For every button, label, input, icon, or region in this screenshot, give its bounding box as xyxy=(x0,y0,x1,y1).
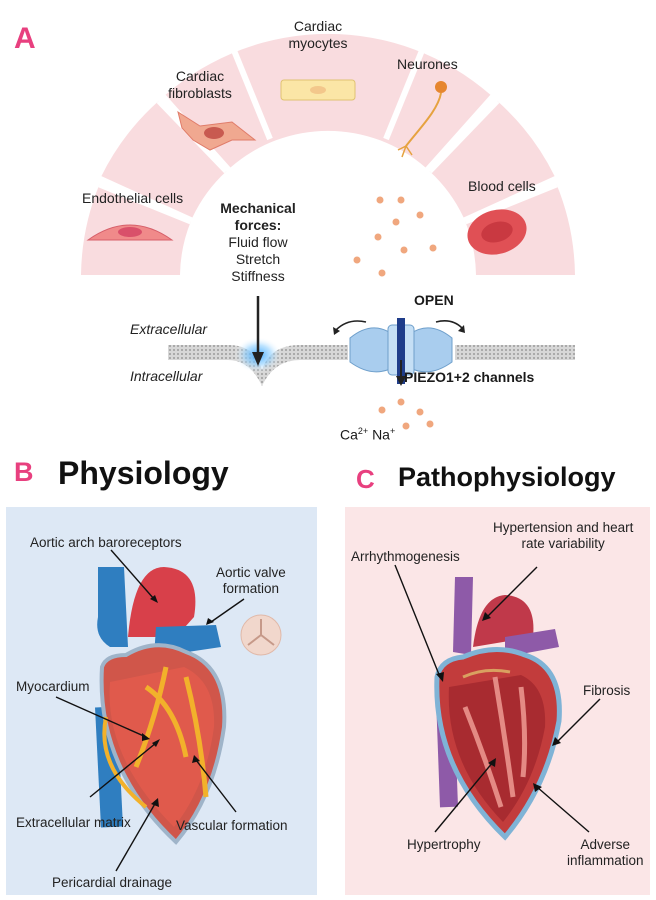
physiology-panel: Aortic arch baroreceptors Aortic valve f… xyxy=(6,507,317,895)
label-hypertension: Hypertension and heart rate variability xyxy=(493,520,633,552)
label-intracellular: Intracellular xyxy=(130,368,202,384)
hypertension-line2: rate variability xyxy=(493,536,633,552)
mechanical-item-stiffness: Stiffness xyxy=(212,268,304,285)
hypertension-line1: Hypertension and heart xyxy=(493,520,633,536)
label-myocytes-line2: myocytes xyxy=(278,35,358,52)
cell-membrane-right xyxy=(455,345,575,360)
ion-na: Na xyxy=(372,427,390,443)
label-ions: Ca2+ Na+ xyxy=(340,426,395,443)
label-piezo-channels: PIEZO1+2 channels xyxy=(404,369,534,385)
label-fibroblasts-line2: fibroblasts xyxy=(165,85,235,102)
mechanical-forces-text: Mechanical forces: Fluid flow Stretch St… xyxy=(212,200,304,285)
mechanical-heading-line2: forces: xyxy=(212,217,304,234)
ion-ca: Ca xyxy=(340,427,358,443)
panel-b-letter: B xyxy=(14,457,34,488)
label-myocardium: Myocardium xyxy=(16,679,90,695)
label-cardiac-myocytes: Cardiac myocytes xyxy=(278,18,358,52)
label-extracellular: Extracellular xyxy=(130,321,207,337)
panel-c-letter: C xyxy=(356,464,375,495)
label-endothelial-cells: Endothelial cells xyxy=(82,190,183,207)
label-extracellular-matrix: Extracellular matrix xyxy=(16,815,131,831)
label-adverse-inflammation: Adverse inflammation xyxy=(567,837,644,869)
ion-ca-charge: 2+ xyxy=(358,426,368,436)
mechanical-item-fluid-flow: Fluid flow xyxy=(212,234,304,251)
panel-c-title: Pathophysiology xyxy=(398,462,616,493)
label-hypertrophy: Hypertrophy xyxy=(407,837,481,853)
pathophysiology-panel: Hypertension and heart rate variability … xyxy=(345,507,650,895)
ion-na-charge: + xyxy=(390,426,395,436)
ion-dots-extracellular xyxy=(354,197,437,277)
adverse-line2: inflammation xyxy=(567,853,644,869)
label-fibroblasts-line1: Cardiac xyxy=(165,68,235,85)
label-open: OPEN xyxy=(414,292,454,308)
open-arrow-left xyxy=(336,321,366,330)
mechanical-item-stretch: Stretch xyxy=(212,251,304,268)
open-arrow-right xyxy=(436,321,462,328)
mechanical-heading-line1: Mechanical xyxy=(212,200,304,217)
aortic-valve-line2: formation xyxy=(216,581,286,597)
label-cardiac-fibroblasts: Cardiac fibroblasts xyxy=(165,68,235,102)
adverse-line1: Adverse xyxy=(567,837,644,853)
label-neurones: Neurones xyxy=(397,56,458,73)
vena-cava-shape xyxy=(97,567,128,647)
label-fibrosis: Fibrosis xyxy=(583,683,630,699)
panel-b-title: Physiology xyxy=(58,455,229,492)
ion-dots-intracellular xyxy=(379,399,434,430)
vena-cava-shape xyxy=(453,577,473,655)
panel-a-diagram xyxy=(0,0,656,440)
myocyte-cell-icon xyxy=(281,80,355,100)
label-myocytes-line1: Cardiac xyxy=(278,18,358,35)
label-blood-cells: Blood cells xyxy=(468,178,536,195)
label-vascular-formation: Vascular formation xyxy=(176,818,288,834)
label-arrhythmogenesis: Arrhythmogenesis xyxy=(351,549,460,565)
aortic-valve-line1: Aortic valve xyxy=(216,565,286,581)
label-pericardial-drainage: Pericardial drainage xyxy=(52,875,172,891)
label-aortic-valve-formation: Aortic valve formation xyxy=(216,565,286,597)
label-aortic-arch-baroreceptors: Aortic arch baroreceptors xyxy=(30,535,182,551)
